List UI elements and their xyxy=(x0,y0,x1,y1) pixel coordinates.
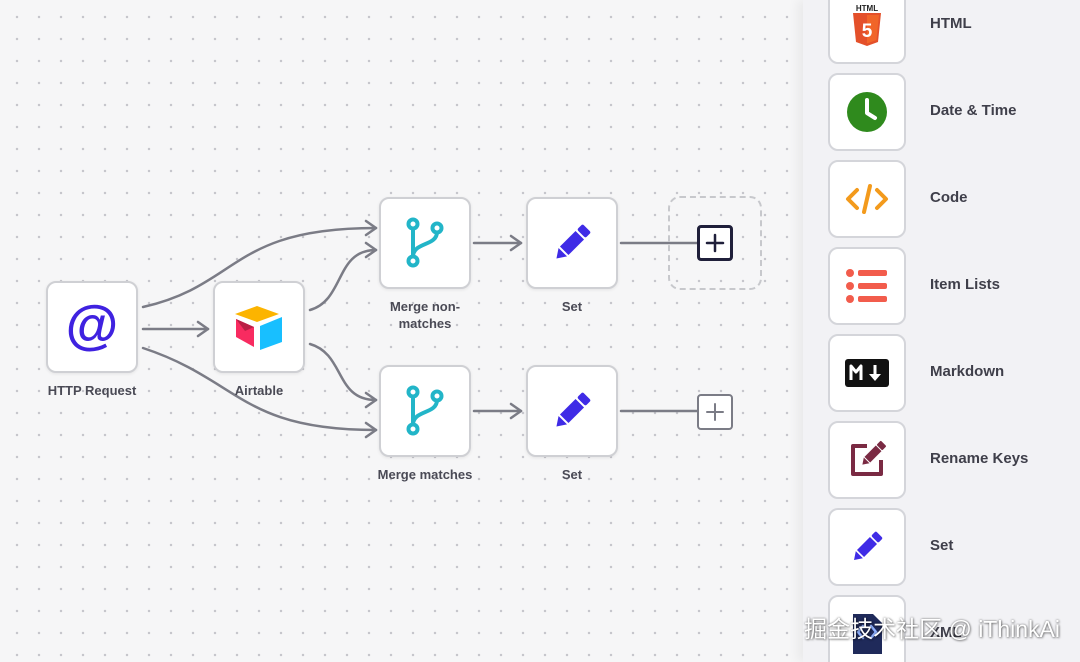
connection-http-merge-nonmatches xyxy=(141,226,378,309)
arrowhead xyxy=(196,320,210,338)
add-node-placeholder[interactable] xyxy=(668,196,762,290)
code-icon xyxy=(846,184,888,214)
panel-item-date-time[interactable]: Date & Time xyxy=(803,73,1080,153)
html5-icon: HTML 5 xyxy=(853,4,881,46)
node-label-set-bottom: Set xyxy=(561,467,583,482)
workflow-canvas[interactable]: @ HTTP Request Airtable Merge non- match… xyxy=(0,0,803,662)
merge-branch-icon xyxy=(406,217,444,268)
panel-item-label: Set xyxy=(930,537,954,554)
panel-item-label: Date & Time xyxy=(930,102,1017,119)
panel-item-code[interactable]: Code xyxy=(803,160,1080,240)
clock-icon xyxy=(847,92,887,132)
node-http-request[interactable]: @ xyxy=(46,281,138,373)
panel-item-icon-box xyxy=(828,160,906,238)
node-merge-non-matches[interactable] xyxy=(379,197,471,289)
panel-item-rename-keys[interactable]: Rename Keys xyxy=(803,421,1080,501)
connection-airtable-merge-matches xyxy=(308,342,378,402)
panel-item-markdown[interactable]: Markdown xyxy=(803,334,1080,414)
panel-item-icon-box xyxy=(828,508,906,586)
arrowhead xyxy=(509,402,523,420)
markdown-icon xyxy=(845,359,889,387)
panel-item-icon-box xyxy=(828,334,906,412)
panel-item-label: Rename Keys xyxy=(930,450,1029,467)
connection-http-merge-matches xyxy=(141,346,378,432)
node-label-merge-non-matches: Merge non- matches xyxy=(355,298,495,332)
panel-item-label: Markdown xyxy=(930,363,1005,380)
panel-item-label: Item Lists xyxy=(930,276,1001,293)
at-sign-icon: @ xyxy=(66,299,119,355)
pencil-icon xyxy=(556,392,591,427)
panel-item-icon-box xyxy=(828,595,906,662)
panel-item-label: Code xyxy=(930,189,968,206)
arrowhead xyxy=(364,391,378,409)
svg-text:5: 5 xyxy=(862,21,873,42)
node-label-set-top: Set xyxy=(561,299,583,314)
arrowhead xyxy=(509,234,523,252)
panel-item-item-lists[interactable]: Item Lists xyxy=(803,247,1080,327)
node-label-line: matches xyxy=(398,316,452,331)
node-merge-matches[interactable] xyxy=(379,365,471,457)
node-set-bottom[interactable] xyxy=(526,365,618,457)
node-label-airtable: Airtable xyxy=(234,383,284,398)
panel-item-html[interactable]: HTML 5 HTML xyxy=(803,0,1080,66)
arrowhead xyxy=(364,219,378,237)
plus-icon xyxy=(706,403,724,421)
panel-item-icon-box xyxy=(828,421,906,499)
panel-item-icon-box xyxy=(828,73,906,151)
connections-layer xyxy=(141,219,699,439)
add-node-button-bottom[interactable] xyxy=(697,394,733,430)
html-badge-text: HTML xyxy=(856,4,878,13)
node-set-top[interactable] xyxy=(526,197,618,289)
node-label-line: Merge non- xyxy=(389,299,461,314)
arrowhead xyxy=(364,241,378,259)
pencil-icon xyxy=(556,224,591,259)
panel-item-set[interactable]: Set xyxy=(803,508,1080,588)
node-label-merge-matches: Merge matches xyxy=(377,467,473,482)
xml-icon xyxy=(853,614,882,654)
arrowhead xyxy=(364,421,378,439)
merge-branch-icon xyxy=(406,385,444,436)
pencil-icon xyxy=(854,531,883,560)
panel-item-label: XML xyxy=(930,624,962,641)
panel-item-xml[interactable]: XML xyxy=(803,595,1080,662)
airtable-icon xyxy=(235,306,282,350)
panel-item-label: HTML xyxy=(930,15,972,32)
connection-airtable-merge-nonmatches xyxy=(308,248,378,312)
node-label-http-request: HTTP Request xyxy=(47,383,137,398)
watermark: 掘金技术社区 @ iThinkAi xyxy=(804,616,1060,642)
panel-item-icon-box xyxy=(828,247,906,325)
svg-text:@: @ xyxy=(66,299,119,355)
node-list-panel[interactable]: HTML 5 HTML Date & Time xyxy=(803,0,1080,662)
add-node-button-top[interactable] xyxy=(697,225,733,261)
list-icon xyxy=(846,269,887,303)
panel-item-icon-box: HTML 5 xyxy=(828,0,906,64)
rename-icon xyxy=(851,440,887,476)
plus-icon xyxy=(705,233,725,253)
node-airtable[interactable] xyxy=(213,281,305,373)
